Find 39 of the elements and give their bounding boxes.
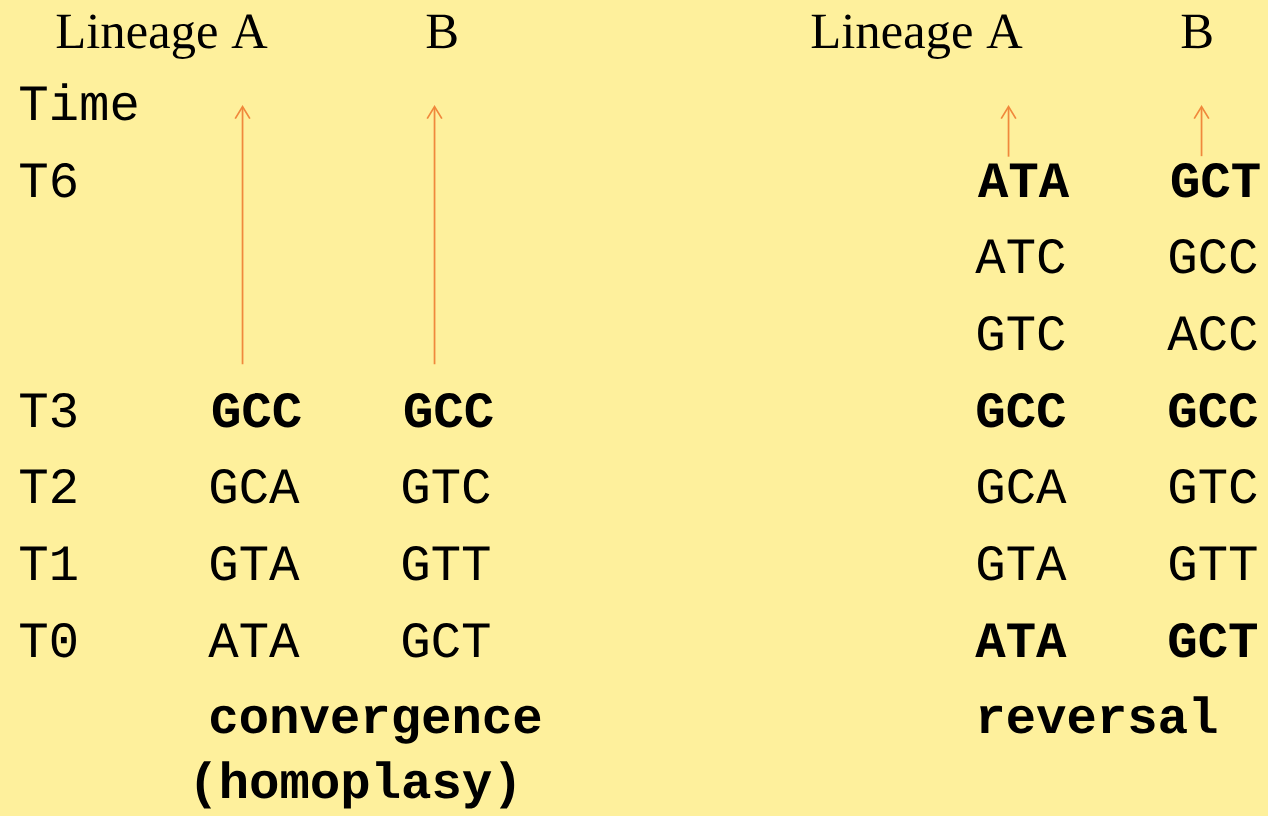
axis-label: Time — [20, 83, 137, 121]
column-header: B — [426, 14, 457, 49]
sequence-text: ATA — [208, 623, 300, 657]
arrow — [1193, 105, 1210, 158]
caption-text: reversal — [980, 696, 1217, 734]
sequence-text: GTC — [978, 316, 1065, 351]
time-label: T2 — [20, 469, 76, 503]
sequence-text: ACC — [1167, 316, 1257, 351]
sequence-text: GCC — [1169, 393, 1258, 428]
column-header: Lineage A — [811, 14, 1023, 59]
sequence-text: GTA — [978, 546, 1067, 581]
sequence-text: GCA — [978, 469, 1067, 504]
caption-text: (homoplasy) — [196, 761, 515, 809]
caption-text: convergence — [211, 705, 541, 744]
sequence-text: GCC — [212, 393, 301, 428]
arrow — [426, 105, 443, 366]
time-label: T1 — [20, 546, 77, 580]
sequence-text: GCT — [403, 623, 490, 658]
arrow — [234, 105, 251, 366]
column-header: Lineage A — [56, 14, 268, 59]
sequence-text: GCT — [1171, 163, 1260, 198]
time-label: T3 — [20, 393, 76, 428]
arrow — [1000, 105, 1017, 158]
time-label: T0 — [20, 623, 76, 658]
column-header: B — [1181, 14, 1212, 49]
sequence-text: GTT — [403, 546, 490, 581]
sequence-text: GCA — [211, 469, 300, 504]
sequence-text: GTT — [1170, 546, 1257, 581]
sequence-text: GTC — [403, 469, 490, 504]
sequence-text: ATC — [975, 239, 1065, 274]
sequence-text: GCT — [1169, 623, 1257, 658]
sequence-text: GCC — [404, 393, 493, 428]
sequence-text: GTA — [211, 546, 300, 581]
sequence-text: GCC — [977, 393, 1066, 428]
sequence-text: ATA — [975, 623, 1067, 657]
sequence-text: GCC — [1170, 239, 1257, 274]
time-label: T6 — [20, 163, 76, 198]
sequence-text: GTC — [1170, 469, 1257, 504]
sequence-text: ATA — [977, 163, 1070, 197]
